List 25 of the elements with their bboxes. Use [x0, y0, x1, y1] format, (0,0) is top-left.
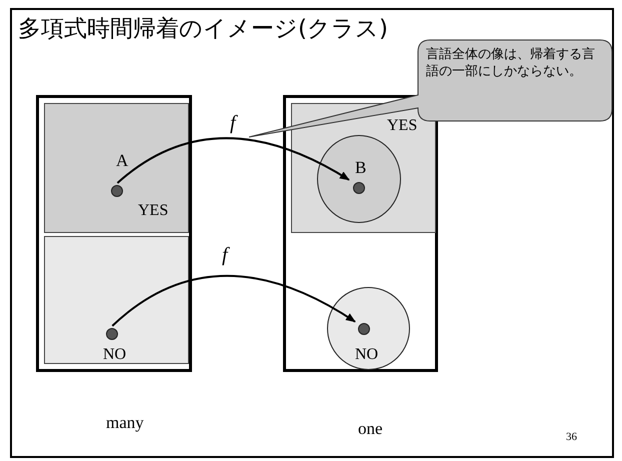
page-number: 36	[566, 432, 577, 443]
point-label: A	[116, 152, 128, 169]
edge-label: f	[222, 245, 228, 265]
slide-title: 多項式時間帰着のイメージ(クラス)	[18, 18, 388, 41]
arrow	[116, 137, 350, 184]
callout-text: 言語全体の像は、帰着する言語の一部にしかならない。	[426, 46, 596, 80]
yes-region	[291, 103, 436, 233]
edge-label: f	[230, 113, 236, 133]
arrow	[112, 274, 356, 327]
point-dot	[353, 182, 365, 194]
callout-balloon	[249, 39, 613, 138]
point-dot	[106, 328, 118, 340]
point-dot	[111, 185, 123, 197]
no-region	[44, 236, 189, 364]
set-box	[36, 95, 192, 372]
set-label: many	[106, 414, 144, 431]
yes-region	[44, 103, 189, 233]
region-label: YES	[138, 203, 168, 219]
region-label: NO	[103, 347, 126, 363]
point-dot	[358, 323, 370, 335]
region-label: NO	[355, 347, 378, 363]
region-label: YES	[387, 118, 418, 134]
set-label: one	[358, 420, 383, 437]
set-box	[283, 95, 438, 372]
point-label: B	[355, 159, 366, 176]
